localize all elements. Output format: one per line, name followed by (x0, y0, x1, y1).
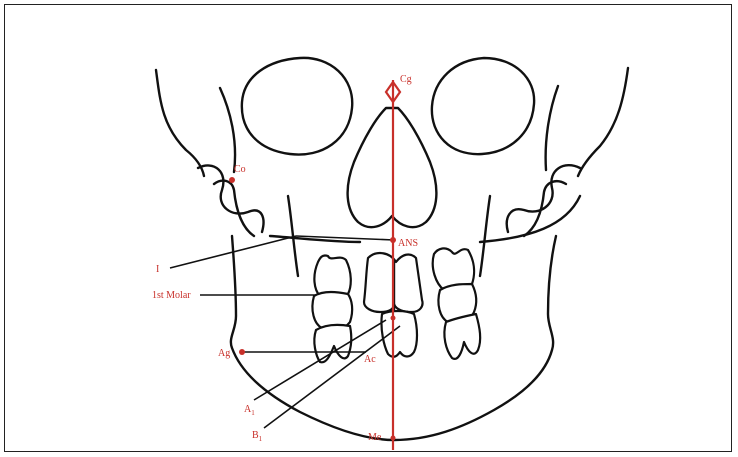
incisor-contact-point (391, 316, 396, 321)
label-ag: Ag (218, 348, 230, 359)
left-ramus-inner (480, 196, 490, 276)
label-ans: ANS (398, 238, 418, 249)
right-zygoma (198, 165, 263, 232)
ans-point (390, 237, 396, 243)
lower-incisors (381, 311, 417, 357)
right-condyle (214, 181, 254, 236)
left-lower-molar (444, 314, 480, 359)
skull-left-contour (156, 70, 204, 176)
label-b1: B1 (252, 430, 263, 443)
label-i: I (156, 264, 159, 275)
left-brow-line (220, 88, 235, 172)
ag-point (239, 349, 245, 355)
label-co: Co (234, 164, 246, 175)
label-ac: Ac (364, 354, 376, 365)
me-point (391, 436, 396, 441)
label-me: Me (368, 432, 382, 443)
label-cg: Cg (400, 74, 412, 85)
right-orbit (242, 58, 352, 155)
co-point (229, 177, 235, 183)
skull-right-contour (578, 68, 628, 176)
label-first-molar: 1st Molar (152, 290, 191, 301)
right-brow-line (546, 86, 558, 170)
label-a1: A1 (244, 404, 255, 417)
left-arch (480, 196, 580, 242)
left-orbit (432, 58, 534, 154)
